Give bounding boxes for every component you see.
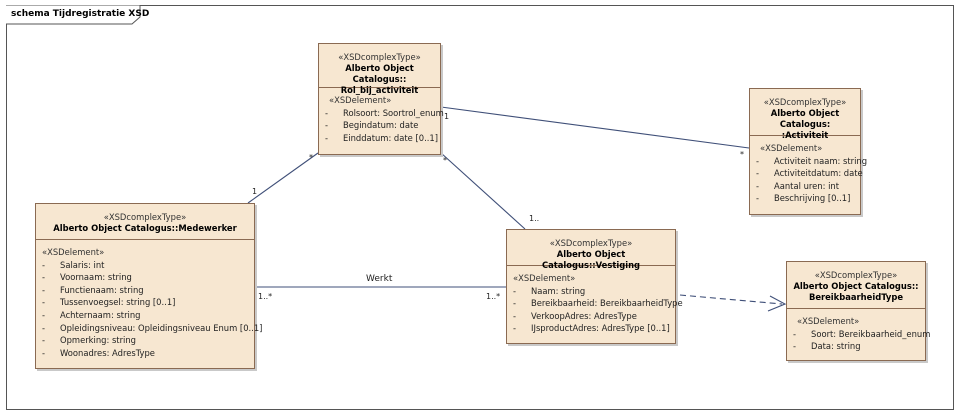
stereotype-label: «XSDcomplexType» bbox=[549, 238, 633, 248]
attribute-row: -Opleidingsniveau: Opleidingsniveau Enum… bbox=[42, 322, 263, 333]
multiplicity-label: 1..* bbox=[486, 292, 501, 301]
attribute-row: -Beschrijving [0..1] bbox=[756, 193, 851, 204]
stereotype-label: «XSDcomplexType» bbox=[763, 97, 847, 107]
class-name: Alberto Object Catalogus:: bbox=[793, 281, 919, 291]
multiplicity-label: 1..* bbox=[258, 292, 273, 301]
class-rol-bij-activiteit[interactable]: «XSDcomplexType» Alberto Object Catalogu… bbox=[318, 43, 444, 155]
frame-tab bbox=[6, 5, 141, 25]
attribute-row: -Achternaam: string bbox=[42, 309, 141, 320]
class-medewerker[interactable]: «XSDcomplexType» Alberto Object Catalogu… bbox=[35, 203, 263, 369]
attribute-row: -Activiteit naam: string bbox=[756, 155, 868, 166]
attribute-row: -Begindatum: date bbox=[325, 120, 419, 131]
dependency-bereikbaarheid[interactable] bbox=[679, 294, 783, 305]
assoc-rol-vestiging[interactable] bbox=[440, 152, 526, 230]
class-name: :Activiteit bbox=[781, 130, 829, 140]
class-vestiging[interactable]: «XSDcomplexType» Alberto Object Catalogu… bbox=[506, 229, 683, 344]
class-name: BereikbaarheidType bbox=[808, 292, 904, 302]
attribute-row: -VerkoopAdres: AdresType bbox=[513, 310, 637, 321]
multiplicity-label: * bbox=[443, 156, 447, 165]
stereotype-label: «XSDcomplexType» bbox=[103, 212, 187, 222]
class-name: Alberto Object Catalogus::Vestiging bbox=[541, 249, 641, 270]
section-label: «XSDelement» bbox=[42, 247, 105, 257]
attribute-row: -Voornaam: string bbox=[42, 272, 132, 283]
class-name: Alberto Object Catalogus:: bbox=[345, 63, 414, 84]
class-name: Alberto Object Catalogus: bbox=[770, 108, 840, 129]
multiplicity-label: 1 bbox=[252, 187, 258, 196]
class-name: Alberto Object Catalogus::Medewerker bbox=[53, 223, 237, 233]
diagram-title: schema Tijdregistratie XSD bbox=[11, 9, 150, 19]
class-activiteit[interactable]: «XSDcomplexType» Alberto Object Catalogu… bbox=[749, 88, 868, 215]
stereotype-label: «XSDcomplexType» bbox=[814, 270, 898, 280]
multiplicity-label: 1 bbox=[444, 112, 450, 121]
stereotype-label: «XSDcomplexType» bbox=[338, 52, 421, 62]
attribute-row: -Activiteitdatum: date bbox=[756, 168, 863, 179]
attribute-row: -Bereikbaarheid: BereikbaarheidType bbox=[513, 298, 683, 309]
assoc-rol-medewerker[interactable] bbox=[247, 152, 319, 204]
class-bereikbaarheidtype[interactable]: «XSDcomplexType» Alberto Object Catalogu… bbox=[786, 261, 931, 361]
multiplicity-label: * bbox=[740, 150, 744, 159]
attribute-row: -Soort: Bereikbaarheid_enum bbox=[793, 328, 931, 339]
section-label: «XSDelement» bbox=[760, 143, 823, 153]
attribute-row: -Opmerking: string bbox=[42, 335, 136, 346]
attribute-row: -Woonadres: AdresType bbox=[42, 347, 155, 358]
diagram-frame bbox=[6, 5, 954, 410]
section-label: «XSDelement» bbox=[513, 273, 576, 283]
assoc-rol-activiteit[interactable] bbox=[440, 106, 750, 149]
multiplicity-label: * bbox=[309, 153, 313, 162]
attribute-row: -Rolsoort: Soortrol_enum bbox=[325, 107, 444, 118]
attribute-row: -Data: string bbox=[793, 341, 861, 352]
association-label-werkt: Werkt bbox=[366, 274, 393, 284]
class-name: Rol_bij_activiteit bbox=[340, 85, 419, 95]
attribute-row: -Naam: string bbox=[513, 285, 586, 296]
section-label: «XSDelement» bbox=[329, 95, 392, 105]
attribute-row: -Salaris: int bbox=[42, 259, 105, 270]
multiplicity-label: 1.. bbox=[529, 214, 540, 223]
attribute-row: -Functienaam: string bbox=[42, 284, 144, 295]
attribute-row: -IJsproductAdres: AdresType [0..1] bbox=[513, 323, 670, 334]
attribute-row: -Aantal uren: int bbox=[756, 180, 840, 191]
attribute-row: -Tussenvoegsel: string [0..1] bbox=[42, 297, 176, 308]
dependency-arrowhead bbox=[767, 295, 787, 312]
attribute-row: -Einddatum: date [0..1] bbox=[325, 132, 438, 143]
section-label: «XSDelement» bbox=[797, 316, 860, 326]
